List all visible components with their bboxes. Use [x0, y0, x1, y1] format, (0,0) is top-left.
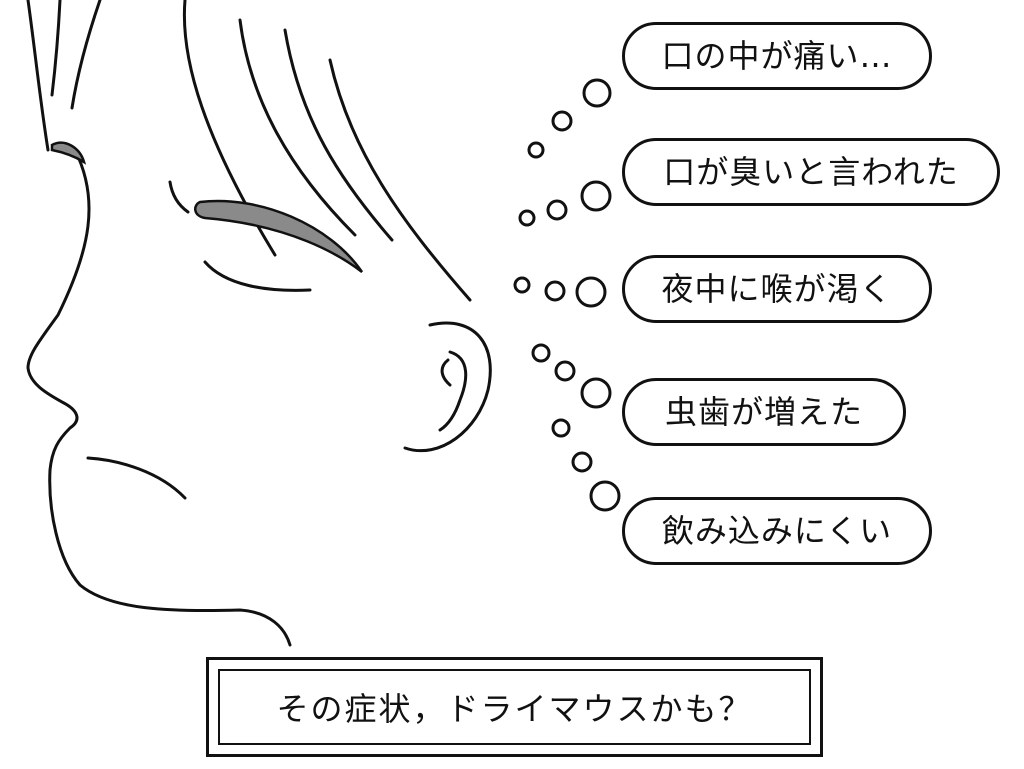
thought-dot	[551, 110, 573, 132]
thought-dot	[571, 451, 593, 473]
closed-eye	[203, 260, 312, 292]
thought-dot	[582, 78, 612, 108]
thought-dot	[544, 280, 566, 302]
hair-strand	[26, 0, 50, 152]
thought-dot	[513, 276, 531, 294]
thought-text: 虫歯が増えた	[664, 393, 863, 431]
hair-strand	[238, 18, 357, 237]
ear	[403, 321, 492, 453]
mouth-line	[86, 456, 187, 500]
thought-bubble: 飲み込みにくい	[622, 497, 932, 565]
hair-strand	[283, 28, 394, 242]
thought-bubble: 口の中が痛い…	[622, 22, 932, 90]
thought-dot	[575, 276, 607, 308]
caption-text: その症状，ドライマウスかも？	[218, 669, 811, 745]
thought-bubble: 口が臭いと言われた	[622, 138, 1000, 206]
caption-frame: その症状，ドライマウスかも？	[206, 657, 823, 757]
hair-strand	[70, 0, 102, 110]
ear-inner	[440, 358, 452, 387]
eye-corner	[168, 180, 190, 214]
ear-inner	[438, 350, 468, 432]
thought-dot	[546, 199, 568, 221]
thought-bubble: 夜中に喉が渇く	[622, 255, 932, 323]
thought-dot	[580, 377, 612, 409]
thought-text: 口が臭いと言われた	[663, 153, 959, 191]
thought-text: 口の中が痛い…	[661, 37, 893, 75]
thought-text: 飲み込みにくい	[661, 512, 893, 550]
thought-dot	[531, 343, 551, 363]
thought-dot	[527, 141, 545, 159]
thought-dot	[551, 418, 571, 438]
eyebrow	[194, 199, 364, 273]
thought-dot	[518, 209, 536, 227]
hair-strand	[328, 58, 472, 302]
thought-text: 夜中に喉が渇く	[661, 270, 893, 308]
face-outline	[26, 148, 292, 647]
thought-dot	[554, 360, 576, 382]
eyebrow-far	[50, 141, 87, 165]
thought-dot	[589, 480, 621, 512]
thought-bubble: 虫歯が増えた	[622, 378, 906, 446]
hair-strand	[50, 0, 62, 97]
thought-dot	[580, 180, 612, 212]
